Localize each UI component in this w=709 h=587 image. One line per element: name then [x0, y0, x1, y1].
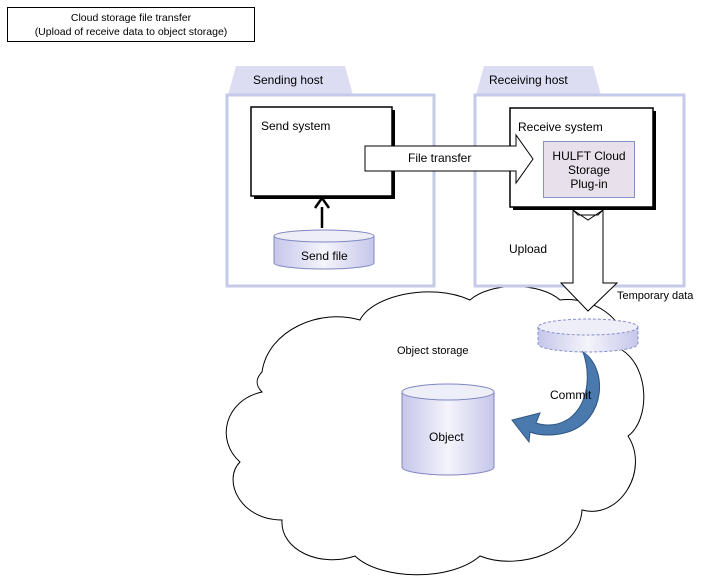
- plugin-line-1: HULFT Cloud: [552, 148, 626, 163]
- temporary-data-cylinder: [537, 318, 639, 353]
- send-file-to-system-arrow: [313, 195, 331, 228]
- diagram-title-box: Cloud storage file transfer (Upload of r…: [7, 7, 255, 42]
- file-transfer-label: File transfer: [408, 151, 472, 165]
- plugin-line-2: Storage: [567, 162, 611, 177]
- send-system-label: Send system: [261, 119, 331, 133]
- sending-host-label: Sending host: [253, 73, 324, 87]
- object-storage-label: Object storage: [397, 345, 469, 357]
- sending-host-tab: [228, 66, 353, 95]
- object-label: Object: [429, 430, 464, 444]
- upload-arrow: [559, 208, 619, 312]
- file-transfer-arrow: [364, 133, 534, 185]
- diagram-title: Cloud storage file transfer: [70, 11, 192, 24]
- diagram-subtitle: (Upload of receive data to object storag…: [34, 25, 228, 38]
- object-cylinder: [401, 383, 495, 476]
- plugin-line-3: Plug-in: [570, 176, 608, 191]
- upload-label: Upload: [509, 242, 548, 256]
- commit-arrow: [511, 350, 601, 444]
- send-file-label: Send file: [301, 249, 348, 263]
- send-file-cylinder: [273, 229, 375, 270]
- hulft-plugin-box: HULFT Cloud Storage Plug-in: [543, 141, 635, 198]
- temporary-data-label: Temporary data: [617, 290, 694, 302]
- receiving-host-label: Receiving host: [489, 73, 568, 87]
- receive-system-label: Receive system: [518, 120, 603, 134]
- commit-label: Commit: [550, 388, 592, 402]
- receiving-host-tab: [476, 66, 601, 95]
